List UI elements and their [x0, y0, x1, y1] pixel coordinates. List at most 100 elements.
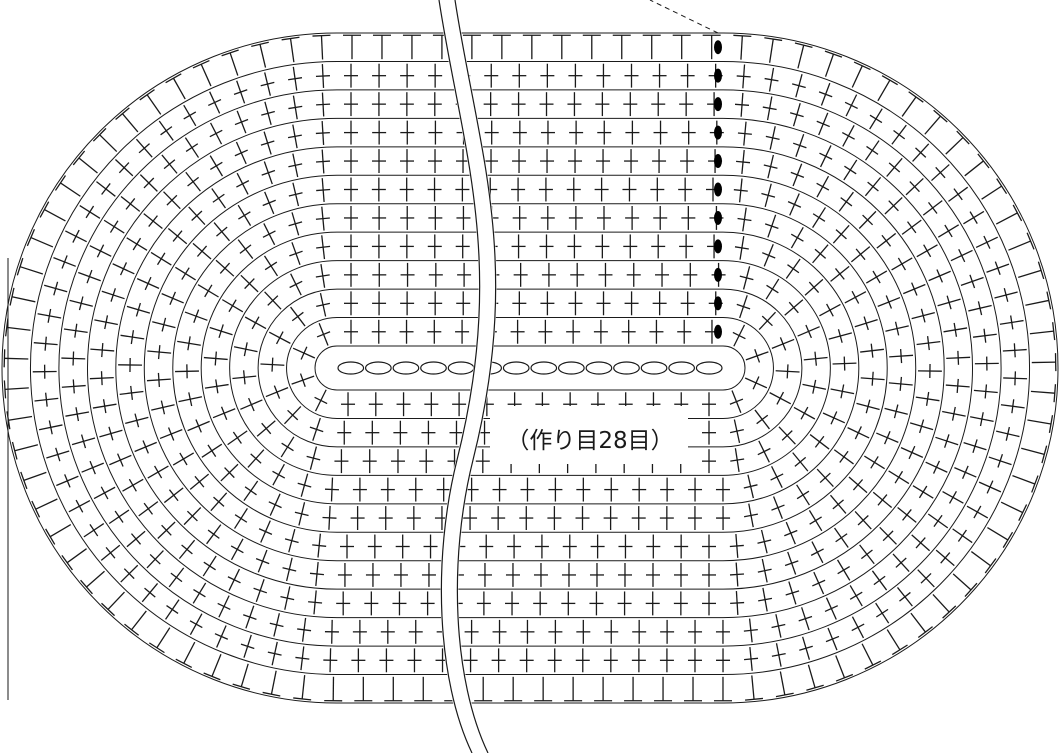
single-crochet-crossbar	[901, 349, 902, 363]
single-crochet-crossbar	[204, 562, 216, 570]
single-crochet-crossbar	[787, 364, 788, 378]
single-crochet-crossbar	[957, 379, 958, 393]
single-crochet-crossbar	[795, 457, 806, 466]
slip-stitch-mark	[714, 97, 722, 111]
single-crochet-crossbar	[133, 238, 140, 250]
round-outline	[116, 147, 944, 589]
single-crochet-crossbar	[144, 503, 152, 514]
slip-stitch-mark	[714, 69, 722, 83]
single-crochet-crossbar	[197, 246, 206, 257]
half-double-crochet-cap	[745, 698, 763, 700]
half-double-crochet-cap	[909, 92, 924, 102]
single-crochet-crossbar	[316, 218, 330, 219]
half-double-crochet-symbol	[1025, 300, 1048, 305]
half-double-crochet-symbol	[87, 571, 105, 587]
single-crochet-crossbar	[325, 489, 339, 490]
single-crochet-crossbar	[762, 253, 775, 258]
round-outline	[87, 118, 972, 617]
half-double-crochet-symbol	[24, 472, 46, 480]
single-crochet-crossbar	[46, 393, 48, 407]
half-double-crochet-symbol	[1030, 331, 1054, 334]
single-crochet-crossbar	[277, 332, 284, 344]
single-crochet-crossbar	[131, 386, 133, 400]
single-crochet-crossbar	[310, 573, 324, 574]
single-crochet-crossbar	[838, 567, 850, 574]
half-double-crochet-symbol	[987, 528, 1007, 540]
half-double-crochet-symbol	[780, 671, 784, 694]
half-double-crochet-symbol	[31, 238, 53, 247]
single-crochet-crossbar	[158, 253, 165, 265]
single-crochet-crossbar	[190, 621, 202, 628]
half-double-crochet-cap	[965, 583, 977, 596]
single-crochet-crossbar	[231, 546, 243, 553]
single-crochet-crossbar	[871, 456, 878, 468]
single-crochet-crossbar	[312, 545, 326, 546]
single-crochet-crossbar	[934, 515, 942, 526]
half-double-crochet-symbol	[60, 183, 80, 196]
single-crochet-crossbar	[789, 302, 798, 313]
single-crochet-crossbar	[777, 392, 784, 404]
single-crochet-crossbar	[323, 518, 337, 519]
half-double-crochet-symbol	[173, 78, 185, 99]
single-crochet-crossbar	[815, 352, 816, 366]
single-crochet-crossbar	[121, 262, 127, 275]
half-double-crochet-symbol	[1018, 270, 1041, 277]
single-crochet-crossbar	[873, 271, 880, 283]
single-crochet-crossbar	[208, 445, 216, 457]
half-double-crochet-symbol	[878, 80, 890, 101]
single-crochet-crossbar	[210, 162, 222, 169]
single-crochet-crossbar	[771, 474, 784, 480]
single-crochet-crossbar	[970, 212, 977, 224]
single-crochet-crossbar	[110, 221, 118, 233]
half-double-crochet-cap	[116, 108, 130, 120]
single-crochet-crossbar	[801, 407, 808, 419]
single-crochet-crossbar	[835, 268, 844, 279]
single-crochet-crossbar	[297, 629, 311, 631]
chain-stitch	[448, 362, 474, 374]
single-crochet-crossbar	[245, 487, 256, 495]
join-leader-line	[650, 0, 718, 33]
single-crochet-crossbar	[815, 249, 826, 258]
single-crochet-crossbar	[186, 144, 198, 152]
single-crochet-crossbar	[315, 397, 328, 403]
single-crochet-crossbar	[233, 432, 241, 443]
half-double-crochet-symbol	[212, 654, 221, 676]
single-crochet-crossbar	[841, 198, 852, 206]
single-crochet-crossbar	[244, 370, 245, 384]
single-crochet-crossbar	[240, 245, 251, 254]
single-crochet-crossbar	[924, 245, 931, 257]
half-double-crochet-symbol	[852, 66, 862, 88]
half-double-crochet-symbol	[752, 675, 754, 699]
half-double-crochet-cap	[997, 179, 1007, 194]
round-outline	[30, 61, 1029, 674]
single-crochet-crossbar	[169, 428, 174, 441]
round-outline	[287, 318, 774, 419]
single-crochet-crossbar	[787, 265, 798, 273]
single-crochet-crossbar	[844, 166, 856, 174]
single-crochet-crossbar	[188, 177, 199, 186]
stitch-symbols	[4, 35, 1056, 701]
chain-stitch	[338, 362, 364, 374]
single-crochet-crossbar	[263, 231, 275, 237]
single-crochet-crossbar	[65, 474, 70, 487]
half-double-crochet-cap	[985, 559, 996, 573]
slip-stitch-mark	[714, 183, 722, 197]
single-crochet-crossbar	[210, 130, 222, 136]
round-outline	[315, 346, 745, 390]
single-crochet-crossbar	[987, 481, 993, 494]
half-double-crochet-symbol	[230, 53, 238, 76]
single-crochet-crossbar	[265, 262, 277, 270]
single-crochet-crossbar	[115, 511, 123, 523]
half-double-crochet-cap	[4, 349, 5, 367]
single-crochet-crossbar	[301, 347, 307, 360]
half-double-crochet-symbol	[1027, 420, 1051, 424]
chain-stitch	[421, 362, 447, 374]
single-crochet-crossbar	[290, 281, 303, 287]
half-double-crochet-symbol	[836, 656, 845, 678]
single-crochet-crossbar	[767, 285, 779, 292]
single-crochet-crossbar	[844, 357, 845, 371]
single-crochet-crossbar	[316, 189, 330, 190]
single-crochet-crossbar	[229, 300, 236, 312]
half-double-crochet-symbol	[50, 525, 71, 537]
single-crochet-crossbar	[131, 534, 140, 545]
